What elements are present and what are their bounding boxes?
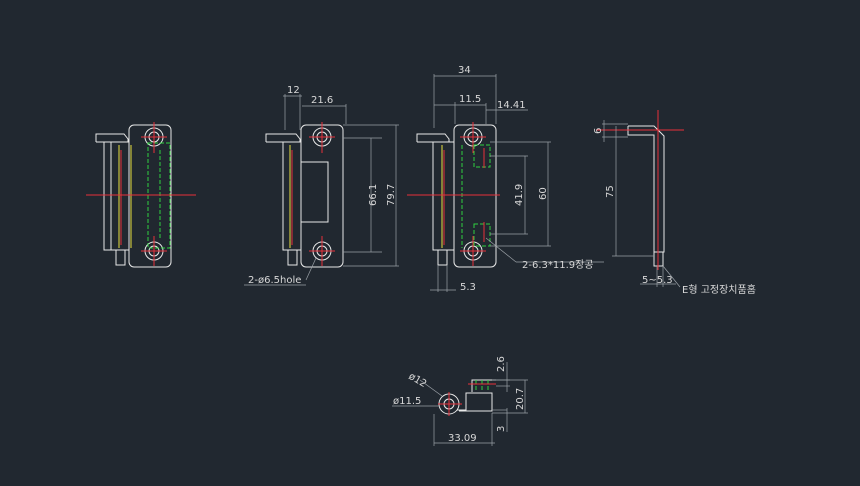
dim-14-41: 14.41: [497, 100, 526, 111]
dim-21-6: 21.6: [311, 95, 333, 106]
slot-callout: 2-6.3*11.9장공: [522, 259, 594, 271]
hinge-view-top: [392, 362, 528, 446]
dim-11-5: 11.5: [459, 94, 481, 105]
hinge-view-right: [596, 110, 684, 288]
slot-note: E형 고정장치품홈: [682, 283, 756, 296]
dim-5-5-3: 5~5.3: [642, 275, 673, 286]
dim-20-7: 20.7: [515, 388, 526, 410]
dim-33-09: 33.09: [448, 433, 477, 444]
dim-66-1: 66.1: [368, 184, 379, 206]
dim-3: 3: [496, 426, 507, 432]
hinge-view-left: [86, 122, 196, 268]
hinge-view-front: [407, 74, 604, 292]
dim-5-3: 5.3: [460, 282, 476, 293]
hole-callout: 2-ø6.5hole: [248, 275, 301, 286]
hinge-view-side: [244, 94, 399, 286]
dim-2-6: 2.6: [496, 356, 507, 372]
dim-75: 75: [605, 185, 616, 198]
dim-79-7: 79.7: [386, 184, 397, 206]
dim-phi12: ø12: [407, 371, 429, 390]
dim-34: 34: [458, 65, 471, 76]
dim-41-9: 41.9: [514, 184, 525, 206]
dim-6: 6: [593, 128, 604, 134]
dim-12: 12: [287, 85, 300, 96]
dim-phi11-5: ø11.5: [393, 396, 421, 407]
dim-60: 60: [538, 187, 549, 200]
